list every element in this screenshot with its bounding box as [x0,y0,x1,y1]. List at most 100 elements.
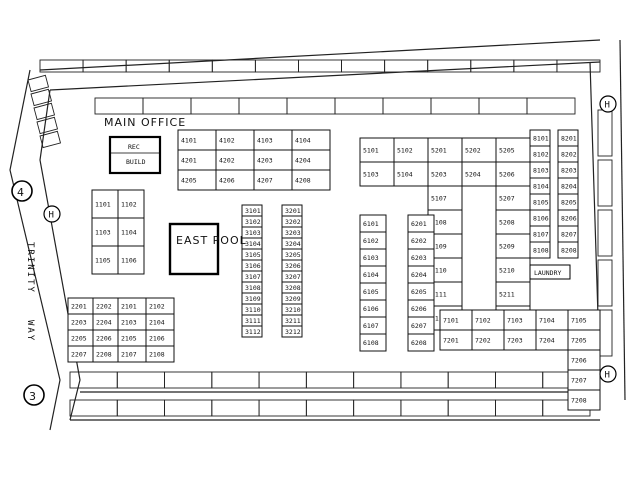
unit-cell[interactable]: 3107 [241,270,263,283]
unit-cell[interactable]: 3202 [281,215,303,228]
unit-cell[interactable]: 3203 [281,226,303,239]
unit-cell[interactable]: 4202 [215,149,255,171]
unit-cell[interactable]: 8102 [529,145,551,163]
unit-cell[interactable]: 5103 [359,161,395,187]
unit-cell[interactable]: 7205 [567,329,601,351]
unit-cell[interactable]: 2105 [117,329,147,347]
unit-cell[interactable]: 8206 [557,209,579,227]
unit-cell[interactable]: 7208 [567,389,601,411]
unit-cell[interactable]: 7102 [471,309,505,331]
unit-cell[interactable]: 7104 [535,309,569,331]
unit-cell[interactable]: 8107 [529,225,551,243]
unit-cell[interactable]: 2108 [145,345,175,363]
unit-cell[interactable]: 2104 [145,313,175,331]
unit-cell[interactable]: 3109 [241,292,263,305]
unit-cell[interactable]: 4208 [291,169,331,191]
unit-cell[interactable]: 8205 [557,193,579,211]
unit-cell[interactable]: 2102 [145,297,175,315]
unit-cell[interactable]: 2206 [92,329,119,347]
unit-cell[interactable]: 3102 [241,215,263,228]
unit-cell[interactable]: 8207 [557,225,579,243]
unit-cell[interactable]: 8204 [557,177,579,195]
unit-cell[interactable]: 6201 [407,214,435,233]
unit-cell[interactable]: 5102 [393,137,429,163]
unit-cell[interactable]: 4101 [177,129,217,151]
unit-cell[interactable]: 2201 [67,297,94,315]
unit-cell[interactable]: 7203 [503,329,537,351]
unit-cell[interactable]: 6202 [407,231,435,250]
unit-cell[interactable]: 6104 [359,265,387,284]
unit-cell[interactable]: 3110 [241,303,263,316]
unit-cell[interactable]: 6207 [407,316,435,335]
unit-cell[interactable]: 3204 [281,237,303,250]
unit-cell[interactable]: 2106 [145,329,175,347]
unit-cell[interactable]: 4206 [215,169,255,191]
unit-cell[interactable]: 1104 [117,217,145,247]
unit-cell[interactable]: 7201 [439,329,473,351]
unit-cell[interactable]: 5207 [495,185,531,211]
unit-cell[interactable]: 7105 [567,309,601,331]
unit-cell[interactable]: 6103 [359,248,387,267]
unit-cell[interactable]: 6203 [407,248,435,267]
unit-cell[interactable]: 3212 [281,325,303,338]
unit-cell[interactable]: 7101 [439,309,473,331]
unit-cell[interactable]: 2205 [67,329,94,347]
unit-cell[interactable]: 5104 [393,161,429,187]
unit-cell[interactable]: 4207 [253,169,293,191]
unit-cell[interactable]: 2203 [67,313,94,331]
unit-cell[interactable]: 1102 [117,189,145,219]
unit-cell[interactable]: 3106 [241,259,263,272]
unit-cell[interactable]: 3205 [281,248,303,261]
unit-cell[interactable]: 2101 [117,297,147,315]
unit-cell[interactable]: 4201 [177,149,217,171]
unit-cell[interactable]: 8203 [557,161,579,179]
unit-cell[interactable]: 5210 [495,257,531,283]
main-office[interactable]: MAIN OFFICE REC BUILD [104,116,186,175]
unit-cell[interactable]: 4103 [253,129,293,151]
unit-cell[interactable]: 7207 [567,369,601,391]
unit-cell[interactable]: 6102 [359,231,387,250]
unit-cell[interactable]: 5203 [427,161,463,187]
unit-cell[interactable]: 7202 [471,329,505,351]
unit-cell[interactable]: 8103 [529,161,551,179]
unit-cell[interactable]: 5208 [495,209,531,235]
unit-cell[interactable]: 5205 [495,137,531,163]
unit-cell[interactable]: 8104 [529,177,551,195]
unit-cell[interactable]: 6206 [407,299,435,318]
unit-cell[interactable]: 5101 [359,137,395,163]
unit-cell[interactable]: 6106 [359,299,387,318]
unit-cell[interactable]: 3105 [241,248,263,261]
unit-cell[interactable]: 1103 [91,217,119,247]
unit-cell[interactable]: 5201 [427,137,463,163]
unit-cell[interactable]: 4204 [291,149,331,171]
unit-cell[interactable]: 8208 [557,241,579,259]
unit-cell[interactable]: 3111 [241,314,263,327]
unit-cell[interactable]: 3209 [281,292,303,305]
unit-cell[interactable]: 3112 [241,325,263,338]
unit-cell[interactable]: 4205 [177,169,217,191]
unit-cell[interactable]: 8202 [557,145,579,163]
unit-cell[interactable]: 2204 [92,313,119,331]
east-pool[interactable]: EAST POOL [168,222,247,276]
unit-cell[interactable]: 1105 [91,245,119,275]
unit-cell[interactable]: 6107 [359,316,387,335]
unit-cell[interactable]: 8106 [529,209,551,227]
unit-cell[interactable]: 3201 [281,204,303,217]
unit-cell[interactable]: 2207 [67,345,94,363]
building-3100[interactable]: 3101310231033104310531063107310831093110… [241,204,263,338]
unit-cell[interactable]: 3207 [281,270,303,283]
unit-cell[interactable]: 2107 [117,345,147,363]
unit-cell[interactable]: 2202 [92,297,119,315]
unit-cell[interactable]: 1106 [117,245,145,275]
unit-cell[interactable]: 8108 [529,241,551,259]
unit-cell[interactable]: 8105 [529,193,551,211]
unit-cell[interactable]: 3208 [281,281,303,294]
unit-cell[interactable]: 6205 [407,282,435,301]
